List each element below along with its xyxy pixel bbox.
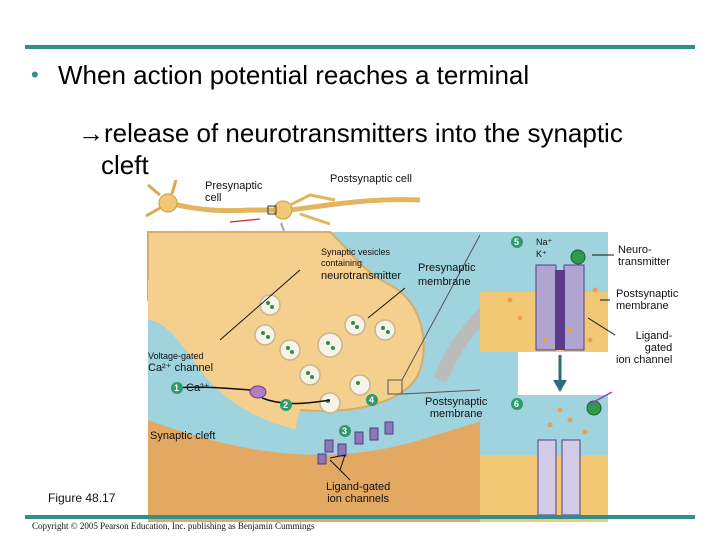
bullet-text: When action potential reaches a terminal	[58, 60, 530, 90]
presynaptic-membrane-label-2: membrane	[418, 276, 471, 288]
ligand-gated-channels-bottom	[317, 421, 394, 465]
ligand-gated-bottom-label: Ligand-gated ion channels	[326, 481, 391, 505]
synaptic-cleft-label: Synaptic cleft	[150, 430, 216, 442]
ligand-gated-right-label: Ligand- gated ion channel	[616, 330, 673, 366]
zoom-lines	[401, 234, 481, 395]
postsynaptic-membrane-mid-label: Postsynaptic membrane	[425, 396, 488, 420]
copyright-label: Copyright © 2005 Pearson Education, Inc.…	[32, 521, 315, 531]
ions-bottom	[547, 407, 588, 435]
ions-top	[507, 287, 598, 343]
top-rule	[25, 45, 695, 49]
postsynaptic-cell-label: Postsynaptic cell	[330, 173, 412, 185]
k-label: K⁺	[536, 249, 547, 259]
step-1-label: 1	[174, 383, 179, 393]
voltage-gated-label-2: Ca²⁺ channel	[148, 362, 214, 374]
synaptic-vesicles	[254, 294, 396, 414]
step-3-label: 3	[342, 426, 347, 436]
vesicles-pointer	[219, 269, 301, 341]
neuron-sketch	[145, 179, 421, 226]
figure-label: Figure 48.17	[48, 491, 116, 505]
ligand-right-pointer	[587, 317, 616, 336]
vesicles-label-1: Synaptic vesicles	[321, 247, 391, 257]
sub-text-line2: cleft	[101, 150, 149, 180]
bullet-dot: •	[31, 62, 39, 87]
ca-label: Ca²⁺	[186, 382, 210, 394]
postsynaptic-region	[148, 410, 518, 522]
diffusing-arrow	[589, 391, 613, 405]
step-markers: 1 2 3 4 5 6	[171, 236, 523, 437]
bottom-channel-pointer	[329, 454, 351, 481]
step-5-label: 5	[514, 237, 519, 247]
na-label: Na⁺	[536, 237, 553, 247]
zoom-box	[387, 379, 403, 395]
vesicles-label-2: containing	[321, 258, 363, 268]
presynaptic-membrane-label-1: Presynaptic	[418, 262, 476, 274]
voltage-gated-channel	[249, 385, 267, 399]
step-6-label: 6	[514, 399, 519, 409]
neurotransmitter-label: Neuro- transmitter	[618, 244, 670, 268]
postsynaptic-membrane-right-label: Postsynaptic membrane	[616, 288, 679, 312]
ligand-gated-ion-channel-closed	[537, 400, 602, 516]
step-2-label: 2	[283, 400, 288, 410]
sub-text-line1: →release of neurotransmitters into the s…	[78, 118, 623, 148]
voltage-gated-label-1: Voltage-gated	[148, 351, 204, 361]
vesicles-label-3: neurotransmitter	[321, 270, 402, 282]
bottom-rule	[25, 515, 695, 519]
presynaptic-cell-label: Presynaptic cell	[205, 180, 263, 204]
step-4-label: 4	[369, 395, 374, 405]
membrane-pointer	[367, 287, 406, 319]
down-arrow-head	[553, 380, 567, 392]
